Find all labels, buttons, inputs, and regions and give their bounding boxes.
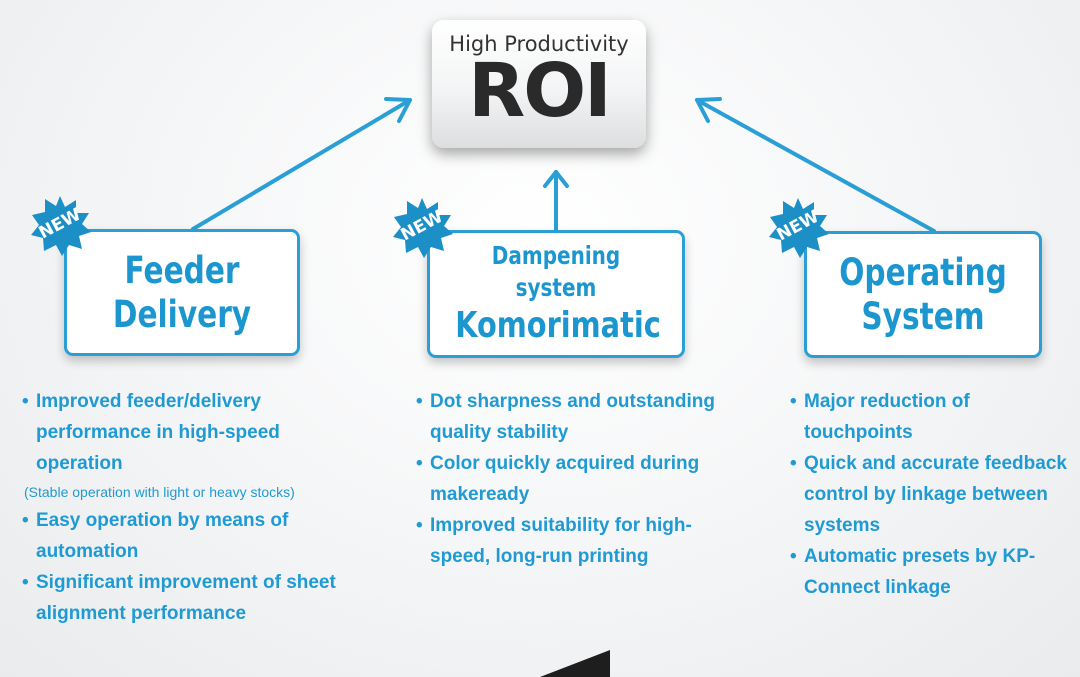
arrow-left-head xyxy=(384,97,412,123)
roi-box: High Productivity ROI xyxy=(432,20,646,148)
feeder-feature-list: Improved feeder/delivery performance in … xyxy=(22,386,352,629)
dampening-feature-list: Dot sharpness and outstanding quality st… xyxy=(416,386,746,572)
feature-item: Improved feeder/delivery performance in … xyxy=(22,386,352,505)
feature-item: Quick and accurate feedback control by l… xyxy=(790,448,1080,541)
new-badge-feeder: NEW xyxy=(28,194,92,258)
new-badge-dampening: NEW xyxy=(390,196,454,260)
dampening-card-line1: Dampening system xyxy=(491,241,621,302)
dampening-card-line2: Komorimatic xyxy=(455,305,661,346)
feeder-card-line1: Feeder xyxy=(124,248,240,292)
arrow-right xyxy=(695,98,936,233)
feature-item: Significant improvement of sheet alignme… xyxy=(22,567,352,629)
feature-note: (Stable operation with light or heavy st… xyxy=(24,484,295,500)
feature-item: Easy operation by means of automation xyxy=(22,505,352,567)
operating-feature-list: Major reduction of touchpoints Quick and… xyxy=(790,386,1080,603)
arrow-right-head xyxy=(695,97,722,123)
arrow-left xyxy=(191,98,412,231)
feature-item: Dot sharpness and outstanding quality st… xyxy=(416,386,746,448)
starburst-icon xyxy=(393,198,453,258)
operating-system-card: Operating System xyxy=(804,231,1042,358)
roi-subtitle: High Productivity xyxy=(449,32,629,56)
roi-title: ROI xyxy=(468,48,611,134)
feeder-card-line2: Delivery xyxy=(112,292,252,336)
starburst-icon xyxy=(769,198,829,258)
feeder-delivery-card: Feeder Delivery xyxy=(64,229,300,356)
feature-item: Color quickly acquired during makeready xyxy=(416,448,746,510)
feature-item: Major reduction of touchpoints xyxy=(790,386,1080,448)
feature-item: Improved suitability for high-speed, lon… xyxy=(416,510,746,572)
new-badge-operating: NEW xyxy=(766,196,830,260)
arrow-center-head xyxy=(543,170,569,188)
decorative-dark-shape xyxy=(540,650,610,677)
feature-item: Automatic presets by KP-Connect linkage xyxy=(790,541,1080,603)
operating-card-line1: Operating xyxy=(839,250,1007,294)
operating-card-line2: System xyxy=(861,294,985,338)
starburst-icon xyxy=(31,196,91,256)
dampening-system-card: Dampening system Komorimatic xyxy=(427,230,685,358)
